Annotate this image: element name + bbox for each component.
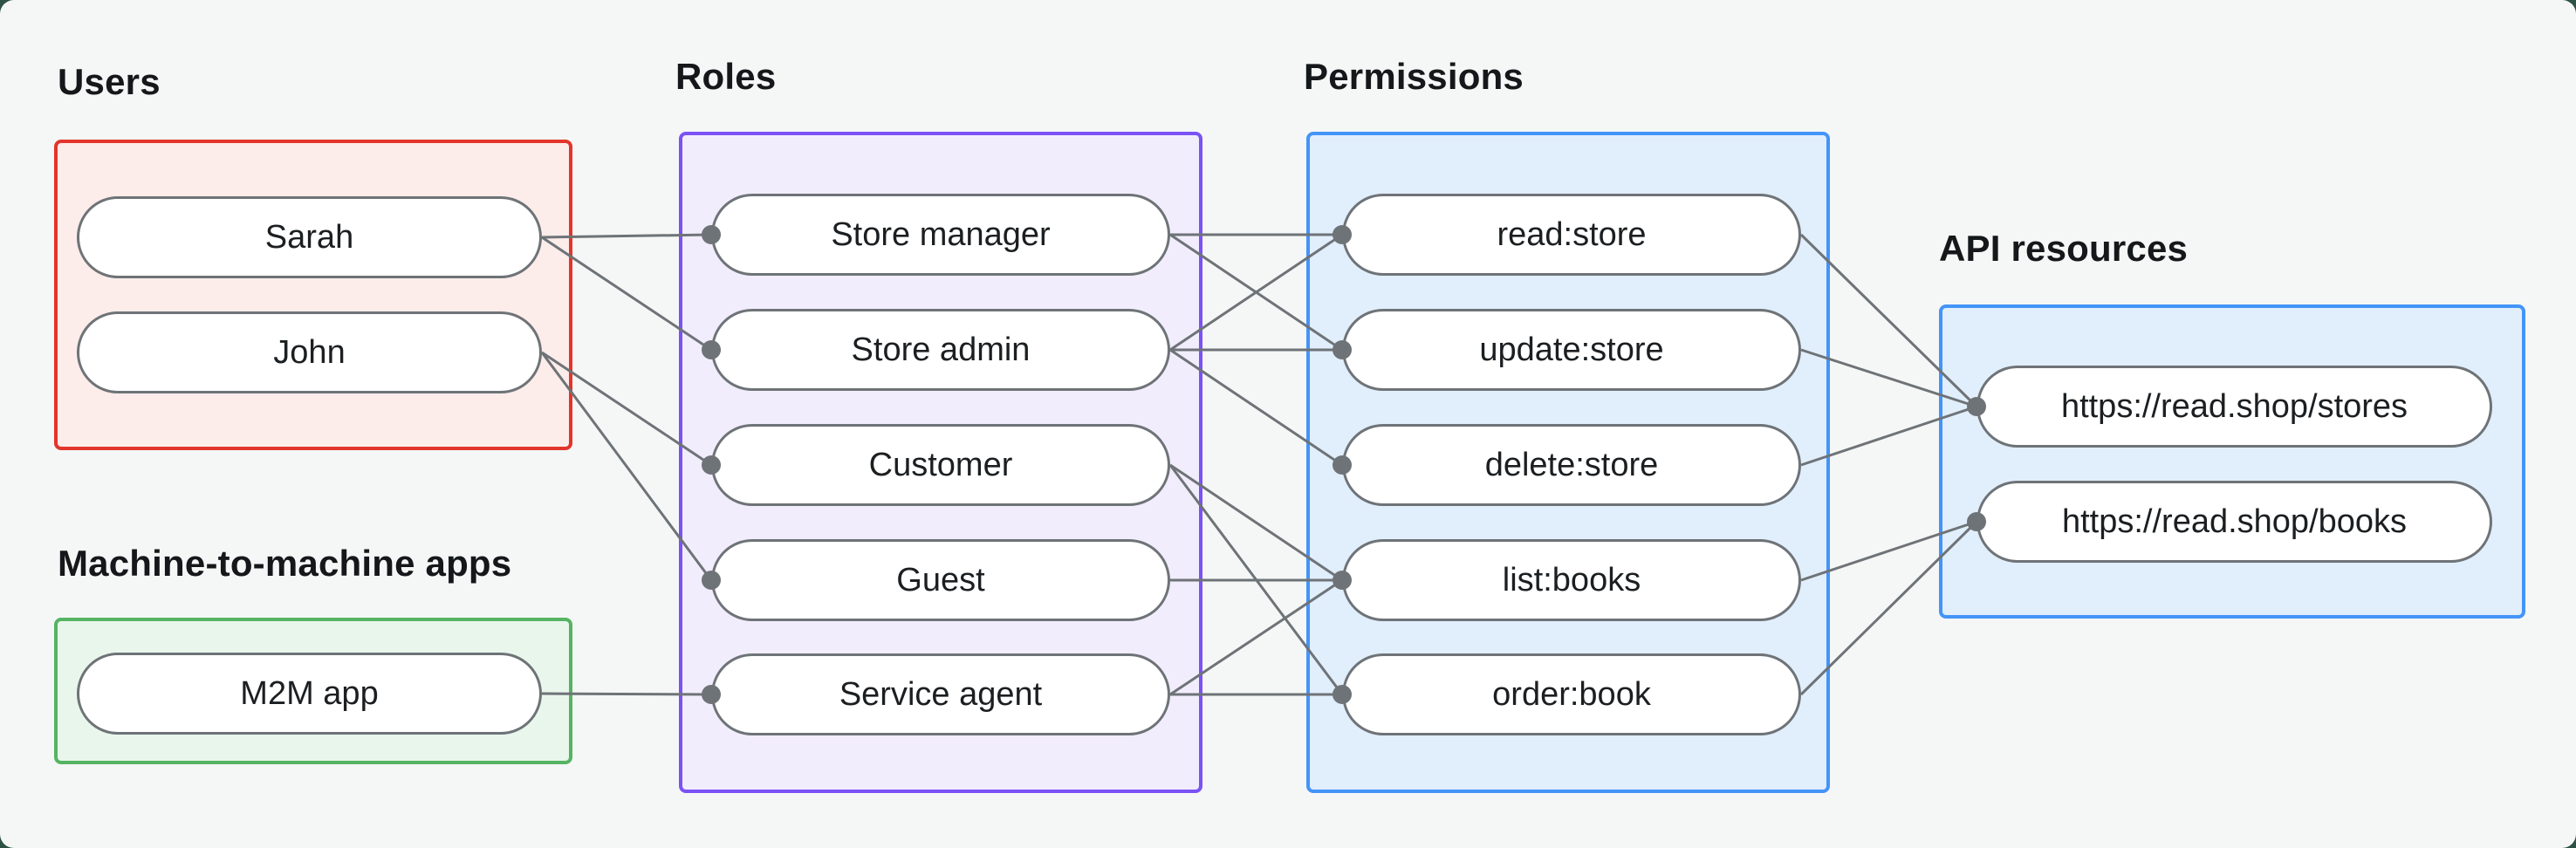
permissions-group-label: Permissions: [1304, 56, 1524, 97]
node-update-store: update:store: [1342, 309, 1801, 391]
node-guest: Guest: [711, 539, 1170, 621]
api-resources-group-box: [1939, 304, 2525, 619]
api-resources-group-label: API resources: [1939, 228, 2189, 269]
node-read-store: read:store: [1342, 194, 1801, 276]
node-customer: Customer: [711, 424, 1170, 506]
node-order-book: order:book: [1342, 653, 1801, 735]
node-sarah: Sarah: [77, 196, 542, 278]
users-group-box: [54, 140, 572, 450]
node-john: John: [77, 311, 542, 393]
node-delete-store: delete:store: [1342, 424, 1801, 506]
node-list-books: list:books: [1342, 539, 1801, 621]
node-m2m-app: M2M app: [77, 653, 542, 735]
node-books-api-resource: https://read.shop/books: [1977, 481, 2492, 563]
node-store-admin: Store admin: [711, 309, 1170, 391]
users-group-label: Users: [58, 61, 161, 102]
node-service-agent: Service agent: [711, 653, 1170, 735]
node-stores-api-resource: https://read.shop/stores: [1977, 366, 2492, 448]
roles-group-label: Roles: [675, 56, 777, 97]
node-store-manager: Store manager: [711, 194, 1170, 276]
m2m-apps-group-label: Machine-to-machine apps: [58, 543, 512, 584]
